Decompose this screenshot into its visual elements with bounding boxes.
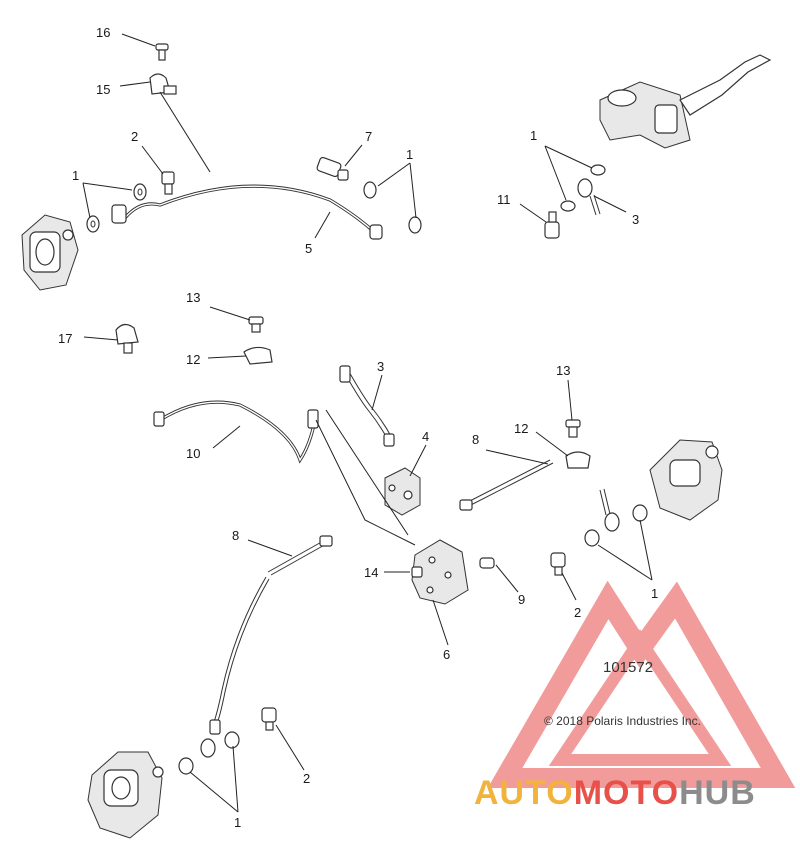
watermark-text: AUTOMOTOHUB xyxy=(474,774,756,812)
callout-7: 7 xyxy=(365,129,372,144)
callout-8-lower: 8 xyxy=(232,528,239,543)
callout-2-mid: 2 xyxy=(574,605,581,620)
rear-left-caliper xyxy=(87,751,164,839)
washer-1d-2 xyxy=(632,504,648,522)
washer-1a-2 xyxy=(133,183,147,201)
callout-3-top: 3 xyxy=(632,212,639,227)
washer-1e-2 xyxy=(224,731,240,749)
washer-1b-2 xyxy=(408,216,422,234)
callout-6: 6 xyxy=(443,647,450,662)
callout-12-right: 12 xyxy=(514,421,528,436)
leader-lines xyxy=(82,33,653,813)
callout-12-left: 12 xyxy=(186,352,200,367)
clamp-12a xyxy=(243,346,273,365)
callout-13-right: 13 xyxy=(556,363,570,378)
copyright-notice: © 2018 Polaris Industries Inc. xyxy=(544,714,701,728)
rear-right-caliper xyxy=(649,439,723,521)
callout-5: 5 xyxy=(305,241,312,256)
callout-2-lower: 2 xyxy=(303,771,310,786)
callout-1-top-mid: 1 xyxy=(406,147,413,162)
rear-brake-hose-10 xyxy=(153,400,319,464)
bolt-14 xyxy=(411,566,423,578)
washer-1b-1 xyxy=(363,181,377,199)
screw-9 xyxy=(479,557,495,569)
banjo-bolt-2c xyxy=(261,707,277,731)
banjo-bolt-11 xyxy=(544,211,560,239)
callout-10: 10 xyxy=(186,446,200,461)
washer-1e-1 xyxy=(178,757,194,775)
banjo-3a xyxy=(577,178,601,216)
brake-line-8a xyxy=(459,459,554,511)
callout-8-right: 8 xyxy=(472,432,479,447)
banjo-1d xyxy=(599,488,620,532)
callout-1-top-right: 1 xyxy=(530,128,537,143)
banjo-bolt-2a xyxy=(161,171,175,195)
callout-14: 14 xyxy=(364,565,378,580)
clamp-17 xyxy=(115,323,139,354)
figure-number: 101572 xyxy=(603,659,653,676)
callout-9: 9 xyxy=(518,592,525,607)
master-cylinder xyxy=(599,54,772,149)
screw-13a xyxy=(248,316,264,333)
watermark-hub: HUB xyxy=(679,774,756,812)
callout-1-right: 1 xyxy=(651,586,658,601)
callout-15: 15 xyxy=(96,82,110,97)
junction-block-4 xyxy=(384,467,421,516)
callout-11: 11 xyxy=(497,192,511,207)
banjo-1e xyxy=(200,738,216,758)
washer-1d-1 xyxy=(584,529,600,547)
front-left-caliper xyxy=(21,214,79,291)
screw-16 xyxy=(155,43,169,61)
washer-1a-1 xyxy=(86,215,100,233)
watermark-logo xyxy=(487,580,796,788)
callout-1-top-left: 1 xyxy=(72,168,79,183)
brake-line-8b xyxy=(209,535,333,735)
brake-line-3b xyxy=(339,365,395,447)
callout-labels: 16 15 2 1 7 1 5 1 11 3 13 17 12 3 10 4 8… xyxy=(58,25,658,830)
callout-13-left: 13 xyxy=(186,290,200,305)
callout-4: 4 xyxy=(422,429,429,444)
front-brake-hose-5 xyxy=(111,184,383,240)
watermark-moto: MOTO xyxy=(574,774,679,812)
screw-13b xyxy=(565,419,581,438)
callout-17: 17 xyxy=(58,331,72,346)
callout-1-lower: 1 xyxy=(234,815,241,830)
clamp-15 xyxy=(149,73,177,95)
clamp-12b xyxy=(565,451,591,469)
brake-switch-7 xyxy=(316,156,349,181)
bracket-6 xyxy=(411,539,469,605)
washer-1c-2 xyxy=(560,200,576,212)
washer-1c-1 xyxy=(590,164,606,176)
callout-2-top: 2 xyxy=(131,129,138,144)
banjo-bolt-2b xyxy=(550,552,566,576)
callout-16: 16 xyxy=(96,25,110,40)
callout-3-mid: 3 xyxy=(377,359,384,374)
watermark-auto: AUTO xyxy=(474,774,574,812)
